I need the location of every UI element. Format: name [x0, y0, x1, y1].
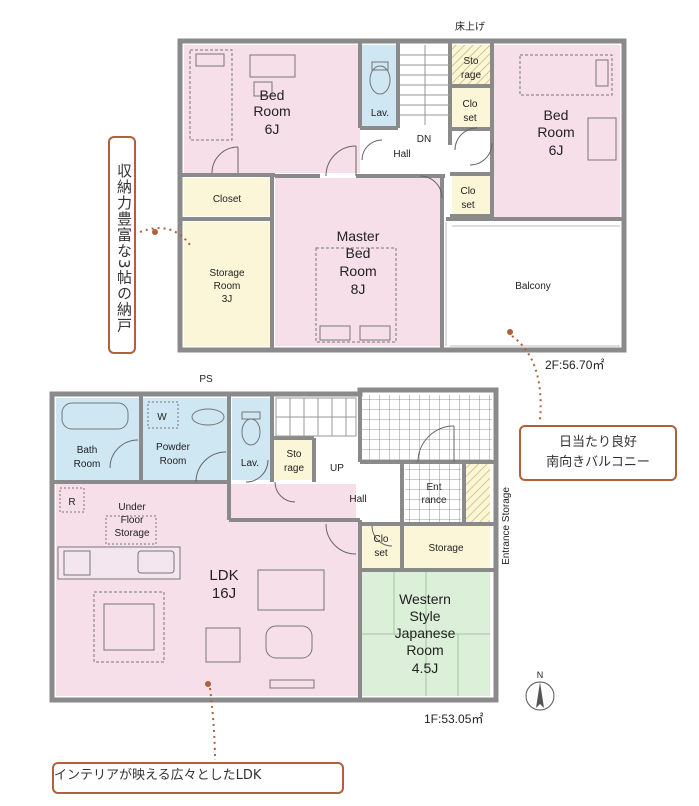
master-line3: Room: [339, 263, 376, 279]
hall-2f-label: Hall: [393, 149, 410, 160]
jp-line2: Style: [409, 608, 440, 624]
lav-1f-label: Lav.: [241, 458, 259, 469]
up-label: UP: [330, 463, 344, 474]
lav-2f-fill: [362, 45, 398, 127]
master-line1: Master: [337, 228, 380, 244]
hall-2f-fill: [362, 128, 450, 176]
second-floor: Bed Room 6J Lav. 床上げ Sto rage Clo set Be…: [139, 20, 627, 421]
balcony-callout-line1: 日当たり良好: [558, 435, 637, 450]
r-mark: R: [68, 497, 75, 508]
second-floor-area: 2F:56.70㎡: [545, 358, 605, 372]
storage-callout: 収納力豊富な3帖の納戸: [108, 136, 136, 354]
w-mark: W: [157, 412, 167, 423]
storage-room-fill: [184, 222, 270, 346]
ldk-callout-text: インテリアが映える広々としたLDK: [54, 768, 262, 783]
entrance-fill: [405, 462, 461, 522]
balcony-fill: [450, 222, 620, 346]
master-line2: Bed: [346, 245, 371, 261]
bath-fill: [56, 398, 140, 480]
closet-1f-line1: Clo: [373, 534, 388, 545]
closet-left-fill: [184, 178, 270, 216]
closet-left-label: Closet: [213, 194, 242, 205]
bed-room-b-line3: 6J: [549, 142, 564, 158]
storage-1f-line1: Sto: [286, 449, 301, 460]
storage-raised-fill: [452, 45, 490, 85]
jp-line1: Western: [399, 591, 451, 607]
storage-right-fill: [404, 526, 490, 568]
under-floor-line3: Storage: [114, 528, 149, 539]
storage-room-line2: Room: [214, 281, 241, 292]
powder-line1: Powder: [156, 442, 191, 453]
closet-mid-line2: set: [461, 200, 475, 211]
bed-room-b-line1: Bed: [544, 107, 569, 123]
closet-1f-line2: set: [374, 548, 388, 559]
under-floor-line2: Floor: [121, 515, 144, 526]
bed-room-a-line2: Room: [253, 103, 290, 119]
entrance-tile: [362, 395, 492, 460]
jp-line5: 4.5J: [412, 660, 438, 676]
bed-room-b-label: Bed Room 6J: [537, 107, 574, 158]
balcony-callout-line2: 南向きバルコニー: [546, 455, 650, 470]
bed-room-a-label: Bed Room 6J: [253, 87, 290, 137]
storage-1f-fill: [274, 440, 312, 480]
entrance-storage-fill: [466, 462, 490, 522]
closet-mid-line1: Clo: [460, 186, 475, 197]
bath-line2: Room: [74, 459, 101, 470]
ldk-leader: [209, 687, 216, 761]
ldk-callout: インテリアが映える広々としたLDK: [52, 762, 344, 794]
storage-raised-note: 床上げ: [455, 20, 485, 33]
closet-1f-fill: [362, 526, 400, 568]
ps-label: PS: [199, 374, 213, 385]
master-bed-room-label: Master Bed Room 8J: [337, 228, 380, 297]
lav-2f-label: Lav.: [371, 108, 389, 119]
balcony-callout: 日当たり良好 南向きバルコニー: [519, 425, 677, 481]
hall-1f-label: Hall: [349, 494, 366, 505]
jp-line3: Japanese: [395, 625, 456, 641]
dn-label: DN: [417, 134, 431, 145]
ldk-line2: 16J: [212, 585, 236, 602]
storage-raised-line2: rage: [461, 70, 481, 81]
bed-room-a-line3: 6J: [265, 121, 280, 137]
closet-top-fill: [452, 88, 490, 128]
bath-line1: Bath: [77, 445, 98, 456]
north-compass: N: [525, 670, 555, 711]
entrance-line1: Ent: [426, 482, 441, 493]
closet-top-line1: Clo: [462, 99, 477, 110]
powder-fill: [143, 398, 227, 480]
storage-right-label: Storage: [428, 543, 463, 554]
balcony-label: Balcony: [515, 281, 551, 292]
storage-room-line1: Storage: [209, 268, 244, 279]
storage-raised-line1: Sto: [463, 56, 478, 67]
japanese-room-label: Western Style Japanese Room 4.5J: [395, 591, 456, 676]
bed-room-b-line2: Room: [537, 124, 574, 140]
master-line4: 8J: [351, 281, 366, 297]
entrance-line2: rance: [421, 495, 446, 506]
powder-line2: Room: [160, 456, 187, 467]
first-floor-area: 1F:53.05㎡: [424, 712, 484, 726]
jp-line4: Room: [406, 642, 443, 658]
entrance-storage-label: Entrance Storage: [501, 487, 512, 565]
bed-room-b-fill: [494, 45, 620, 217]
bed-room-a-line1: Bed: [260, 87, 285, 103]
compass-n-label: N: [537, 670, 544, 680]
ldk-line1: LDK: [209, 567, 238, 584]
under-floor-line1: Under: [118, 502, 146, 513]
storage-1f-line2: rage: [284, 463, 304, 474]
first-floor: PS Bath Room W Powder Room Lav. Sto rage…: [49, 374, 512, 761]
closet-mid-fill: [452, 176, 490, 214]
ldk-fill-2: [230, 520, 358, 696]
master-bed-room-fill: [275, 178, 440, 346]
storage-room-line3: 3J: [222, 294, 233, 305]
closet-top-line2: set: [463, 113, 477, 124]
